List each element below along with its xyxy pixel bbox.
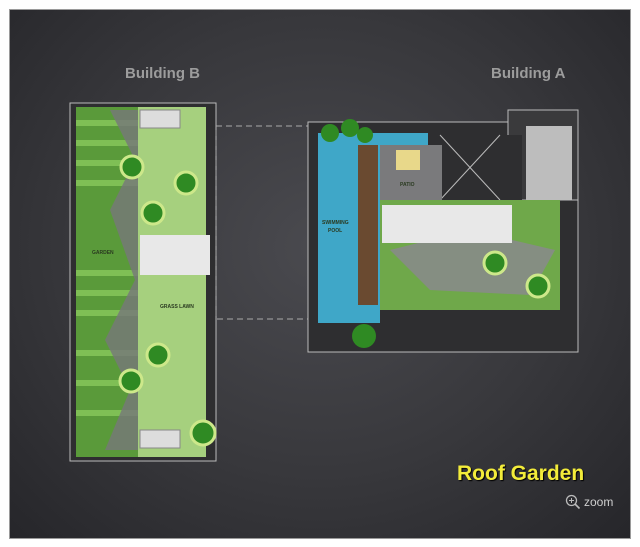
zoom-in-icon	[565, 494, 581, 510]
tree-icons	[118, 154, 217, 447]
building-a-label: Building A	[491, 65, 566, 82]
pool-label: POOL	[328, 228, 342, 234]
building-b-plan: GARDEN GRASS LAWN	[69, 102, 217, 462]
grass-lawn-label: GRASS LAWN	[160, 304, 194, 310]
garden-label: GARDEN	[92, 250, 114, 256]
site-plan-panel: Building B Building A	[9, 9, 631, 539]
zoom-label: zoom	[584, 495, 614, 509]
roof-plan-drawing: GARDEN GRASS LAWN SWIMMING POOL	[69, 102, 579, 462]
building-b-label: Building B	[125, 65, 200, 82]
patio-label: PATIO	[400, 182, 415, 188]
swimming-label: SWIMMING	[322, 220, 349, 226]
plan-title: Roof Garden	[457, 462, 585, 485]
building-a-plan: SWIMMING POOL PATIO	[307, 109, 579, 353]
skybridge-outline	[215, 125, 309, 320]
zoom-button[interactable]: zoom	[565, 494, 613, 510]
